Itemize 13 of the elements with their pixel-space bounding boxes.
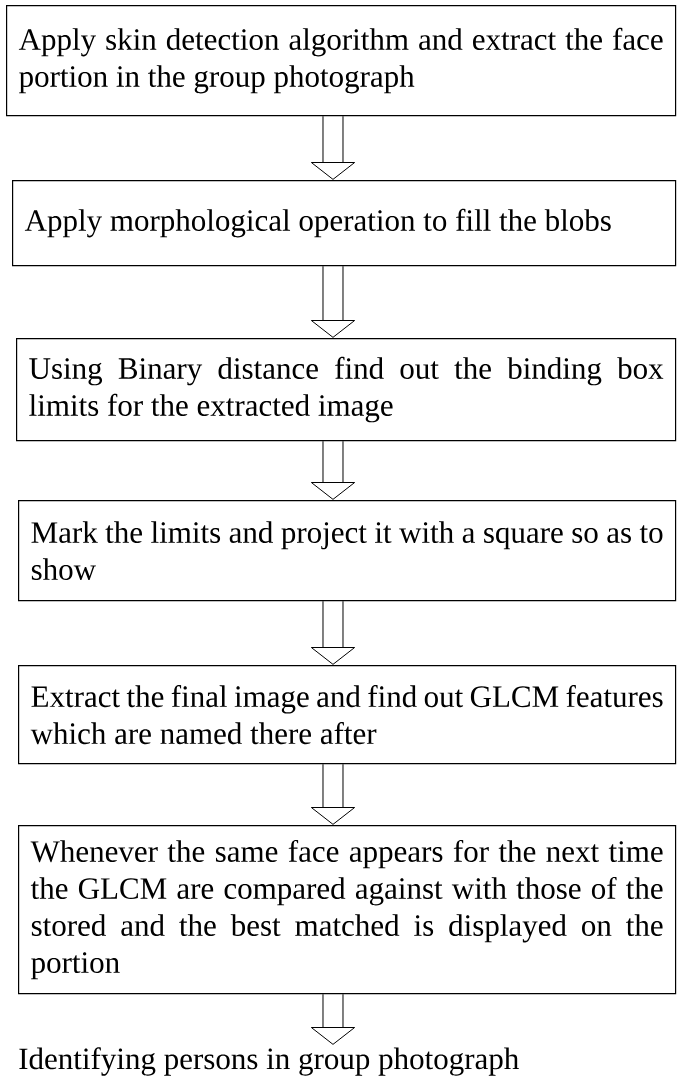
block-arrow <box>310 115 356 180</box>
block-arrow <box>310 265 356 338</box>
block-arrow <box>310 440 356 500</box>
process-box: Using Binary distance find out the binding box limits for the extracted image <box>16 338 677 442</box>
process-box: Mark the limits and project it with a square so as to show <box>18 500 677 602</box>
block-arrow <box>310 600 356 665</box>
result-text: Identifying persons in group photograph <box>19 1047 519 1076</box>
process-box: Whenever the same face appears for the next time the GLCM are compared against with those of the stored and the best matched is displayed on the portion <box>18 825 677 995</box>
process-box: Extract the final image and find out GLCM features which are named there after <box>18 665 677 765</box>
block-arrow <box>310 763 356 825</box>
process-box: Apply morphological operation to fill the blobs <box>12 180 677 267</box>
process-box: Apply skin detection algorithm and extract the face portion in the group photograph <box>6 5 677 117</box>
block-arrow <box>310 993 356 1045</box>
